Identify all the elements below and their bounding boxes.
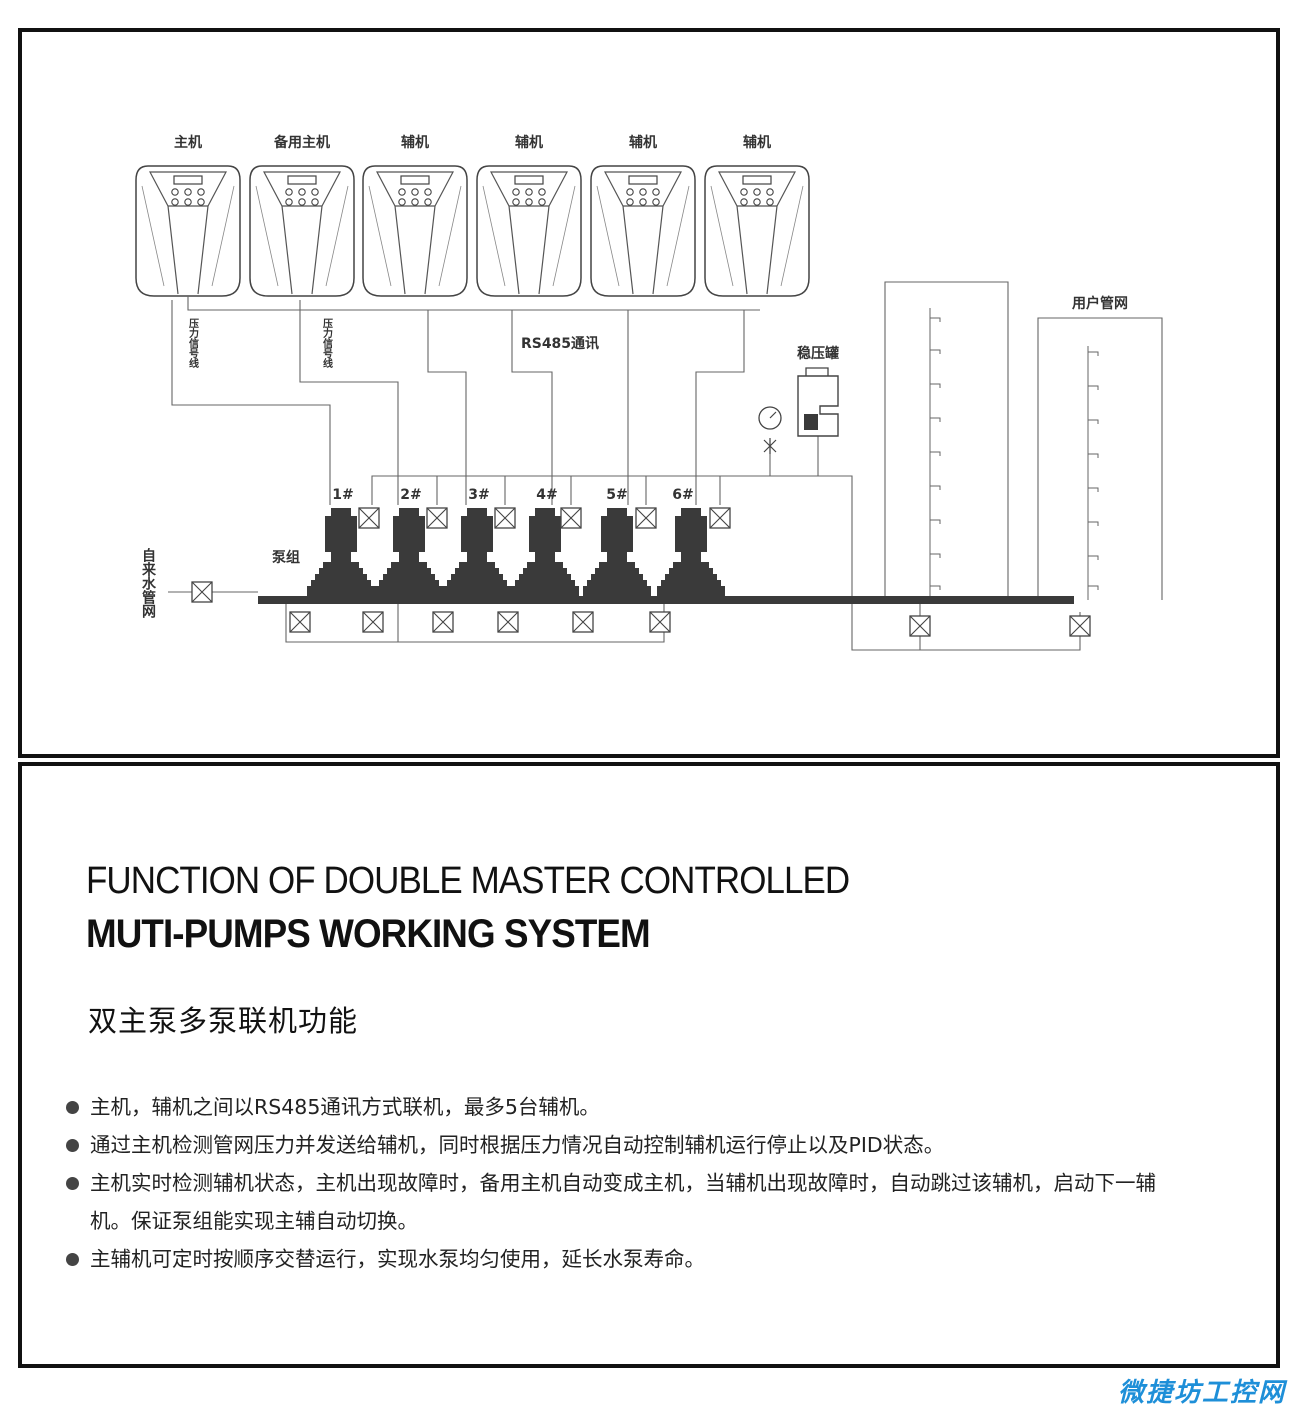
user-network-label: 用户管网 (1072, 295, 1128, 312)
tank-label: 稳压罐 (797, 345, 839, 362)
controller-label-5: 辅机 (629, 134, 657, 151)
pump-number-2: 2# (400, 487, 421, 503)
rs485-label: RS485通讯 (521, 336, 599, 352)
bullet-dot-icon (66, 1177, 79, 1190)
diagram-frame (18, 28, 1280, 758)
feature-item: 主机，辅机之间以RS485通讯方式联机，最多5台辅机。 (62, 1088, 1162, 1126)
feature-text: 通过主机检测管网压力并发送给辅机，同时根据压力情况自动控制辅机运行停止以及PID… (90, 1133, 945, 1157)
controller-label-6: 辅机 (743, 134, 771, 151)
watermark: 微捷坊工控网 (1117, 1378, 1286, 1408)
bullet-dot-icon (66, 1101, 79, 1114)
controller-label-3: 辅机 (401, 134, 429, 151)
main-header-pipe (258, 596, 1074, 604)
title-line-1: FUNCTION OF DOUBLE MASTER CONTROLLED (86, 860, 850, 902)
controller-label-1: 主机 (174, 134, 202, 151)
feature-text: 主机，辅机之间以RS485通讯方式联机，最多5台辅机。 (90, 1095, 600, 1119)
controller-label-2: 备用主机 (273, 134, 330, 151)
controller-units (135, 165, 810, 297)
feature-item: 主辅机可定时按顺序交替运行，实现水泵均匀使用，延长水泵寿命。 (62, 1240, 1162, 1278)
user-network-branches (929, 308, 1099, 600)
pressure-gauge (758, 406, 782, 454)
water-inlet-label: 自来水管网 (140, 547, 157, 619)
description-frame (18, 762, 1280, 1368)
feature-text: 主辅机可定时按顺序交替运行，实现水泵均匀使用，延长水泵寿命。 (90, 1247, 705, 1271)
feature-text: 主机实时检测辅机状态，主机出现故障时，备用主机自动变成主机，当辅机出现故障时，自… (90, 1171, 1156, 1233)
bullet-dot-icon (66, 1253, 79, 1266)
controller-label-4: 辅机 (515, 134, 543, 151)
feature-list: 主机，辅机之间以RS485通讯方式联机，最多5台辅机。 通过主机检测管网压力并发… (62, 1088, 1162, 1278)
bullet-dot-icon (66, 1139, 79, 1152)
pump-number-6: 6# (672, 487, 693, 503)
signal-line-label-2: 压力信号线 (321, 318, 333, 369)
pump-number-4: 4# (536, 487, 557, 503)
pressure-tank (797, 367, 839, 437)
pump-number-3: 3# (468, 487, 489, 503)
pump-number-5: 5# (606, 487, 627, 503)
feature-item: 主机实时检测辅机状态，主机出现故障时，备用主机自动变成主机，当辅机出现故障时，自… (62, 1164, 1162, 1240)
feature-item: 通过主机检测管网压力并发送给辅机，同时根据压力情况自动控制辅机运行停止以及PID… (62, 1126, 1162, 1164)
title-line-2: MUTI-PUMPS WORKING SYSTEM (86, 912, 651, 956)
pump-number-1: 1# (332, 487, 353, 503)
pump-group-label: 泵组 (272, 549, 300, 566)
pump-system-diagram: 主机 备用主机 辅机 辅机 辅机 辅机 (135, 134, 1163, 651)
signal-line-label-1: 压力信号线 (187, 318, 199, 369)
subtitle: 双主泵多泵联机功能 (88, 1004, 359, 1038)
controller-labels: 主机 备用主机 辅机 辅机 辅机 辅机 (174, 134, 771, 151)
